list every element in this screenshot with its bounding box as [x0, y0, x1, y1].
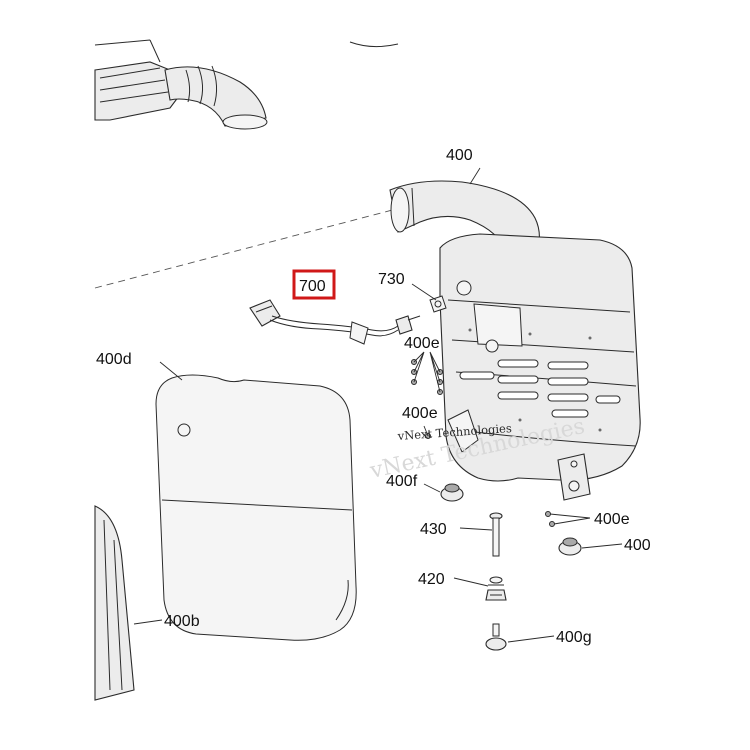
- clip-730: [429, 295, 447, 313]
- callout-400-muffler[interactable]: 400: [446, 147, 473, 164]
- callout-700[interactable]: 700: [299, 278, 326, 295]
- callout-700-highlight: [292, 269, 336, 300]
- bolt-set-400e: [411, 359, 555, 527]
- callout-400e-middle[interactable]: 400e: [402, 405, 438, 422]
- callout-400d[interactable]: 400d: [96, 351, 132, 368]
- callout-400f[interactable]: 400f: [386, 473, 418, 490]
- nut-400: [558, 537, 582, 556]
- callout-730[interactable]: 730: [378, 271, 405, 288]
- callout-400e-upper[interactable]: 400e: [404, 335, 440, 352]
- callout-400-nut[interactable]: 400: [624, 537, 651, 554]
- callout-400b[interactable]: 400b: [164, 613, 200, 630]
- sensor-harness-700: [249, 299, 421, 345]
- callout-430[interactable]: 430: [420, 521, 447, 538]
- leader-lines: [133, 167, 623, 643]
- grommet-400f: [440, 483, 464, 502]
- bolt-430: [489, 512, 503, 557]
- upper-exhaust-pipe: [94, 39, 399, 130]
- muffler-assembly: [389, 180, 641, 501]
- callout-420[interactable]: 420: [418, 571, 445, 588]
- callout-400e-lower[interactable]: 400e: [594, 511, 630, 528]
- heat-shield-panel-400b: [94, 505, 135, 701]
- spring-420: [485, 576, 507, 601]
- stud-400g: [485, 623, 507, 651]
- heat-shield-panel-400d: [155, 374, 357, 641]
- callout-400g[interactable]: 400g: [556, 629, 592, 646]
- alignment-dashed-line: [94, 207, 401, 289]
- callout-labels: 400 700 730 400d 400e 400e 400f 430 400e…: [96, 147, 651, 646]
